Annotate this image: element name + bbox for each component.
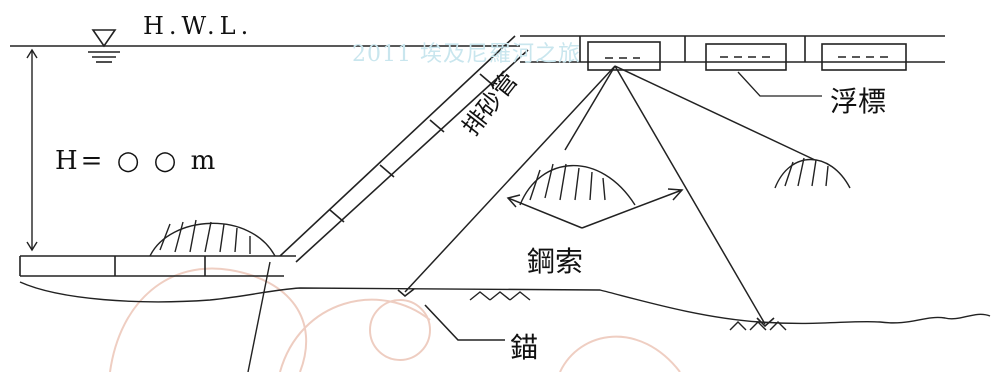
anchors — [397, 288, 775, 341]
float-leader — [737, 71, 822, 97]
background-decoration — [109, 267, 681, 372]
watermark-text: 2011 埃及尼羅河之旅 — [352, 42, 581, 67]
floating-pipe — [579, 36, 907, 71]
riverbed — [19, 261, 991, 372]
anchor-left — [397, 288, 415, 298]
bottom-pipe — [19, 255, 296, 277]
depth-dimension — [26, 48, 38, 252]
water-surface — [10, 35, 945, 63]
float-1 — [587, 41, 661, 71]
float-3 — [821, 43, 907, 71]
anchor-label: 錨 — [510, 331, 539, 364]
steel-cable-label: 鋼索 — [527, 245, 584, 278]
hwl-symbol — [88, 29, 120, 63]
anchor-leader — [424, 304, 505, 341]
float-label: 浮標 — [830, 85, 887, 118]
hwl-label: H.W.L. — [143, 12, 254, 40]
depth-label: H= ○ ○ m — [55, 146, 219, 176]
sand-pipe — [279, 35, 529, 263]
sediment-mounds — [149, 157, 851, 257]
float-2 — [705, 43, 787, 71]
anchor-right — [756, 317, 775, 328]
